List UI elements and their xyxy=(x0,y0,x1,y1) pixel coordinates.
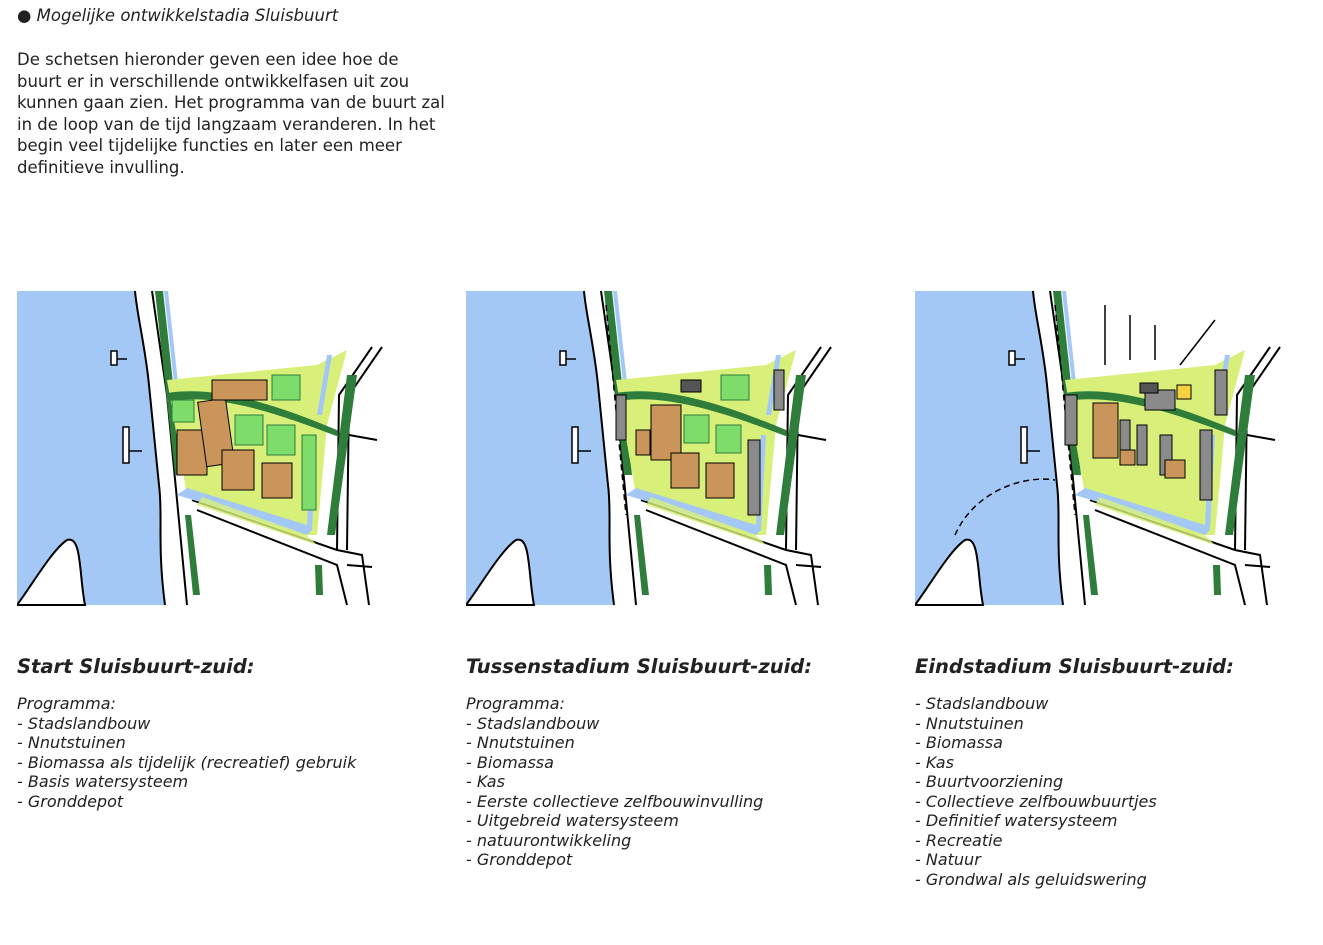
stage-heading: Eindstadium Sluisbuurt-zuid: xyxy=(915,655,1234,678)
list-item: - Biomassa als tijdelijk (recreatief) ge… xyxy=(17,752,357,772)
list-item: - Biomassa xyxy=(915,733,1003,752)
list-item: - Biomassa xyxy=(466,752,554,772)
list-item: - Stadslandbouw xyxy=(915,694,1049,713)
list-item: - Nnutstuinen xyxy=(915,713,1024,733)
stage-heading: Tussenstadium Sluisbuurt-zuid: xyxy=(466,655,813,678)
map-start-stage xyxy=(17,290,383,606)
list-item: - Gronddepot xyxy=(466,850,573,869)
stage-start: Start Sluisbuurt-zuid: Programma: - Stad… xyxy=(17,655,457,811)
list-item: - Kas xyxy=(915,752,954,772)
list-item: - Nnutstuinen xyxy=(17,733,126,752)
map-intermediate-stage xyxy=(466,290,832,606)
fields xyxy=(1064,369,1228,501)
bullet-icon: ● xyxy=(17,6,32,25)
list-item: - Stadslandbouw xyxy=(466,713,600,733)
list-item: - Recreatie xyxy=(915,830,1003,850)
program-label: Programma: xyxy=(17,694,116,713)
stage-final: Eindstadium Sluisbuurt-zuid: - Stadsland… xyxy=(915,655,1323,889)
list-item: - Collectieve zelfbouwbuurtjes xyxy=(915,791,1157,811)
section-title-text: Mogelijke ontwikkelstadia Sluisbuurt xyxy=(36,6,339,25)
list-item: - Grondwal als geluidswering xyxy=(915,869,1147,889)
stage-intermediate: Tussenstadium Sluisbuurt-zuid: Programma… xyxy=(466,655,906,870)
list-item: - Eerste collectieve zelfbouwinvulling xyxy=(466,791,764,811)
list-item: - Uitgebreid watersysteem xyxy=(466,811,679,830)
list-item: - Kas xyxy=(466,772,505,791)
list-item: - Nnutstuinen xyxy=(466,733,575,752)
list-item: - Natuur xyxy=(915,850,981,869)
stage-heading: Start Sluisbuurt-zuid: xyxy=(17,655,255,678)
list-item: - Stadslandbouw xyxy=(17,713,151,733)
program-label: Programma: xyxy=(466,694,565,713)
map-final-stage xyxy=(915,290,1281,606)
list-item: - Gronddepot xyxy=(17,791,124,811)
list-item: - natuurontwikkeling xyxy=(466,830,632,850)
fields xyxy=(615,369,785,516)
section-title: ● Mogelijke ontwikkelstadia Sluisbuurt xyxy=(17,6,338,25)
list-item: - Basis watersysteem xyxy=(17,772,189,791)
intro-paragraph: De schetsen hieronder geven een idee hoe… xyxy=(17,50,445,177)
list-item: - Definitief watersysteem xyxy=(915,811,1118,830)
list-item: - Buurtvoorziening xyxy=(915,772,1064,791)
fields xyxy=(171,374,317,511)
